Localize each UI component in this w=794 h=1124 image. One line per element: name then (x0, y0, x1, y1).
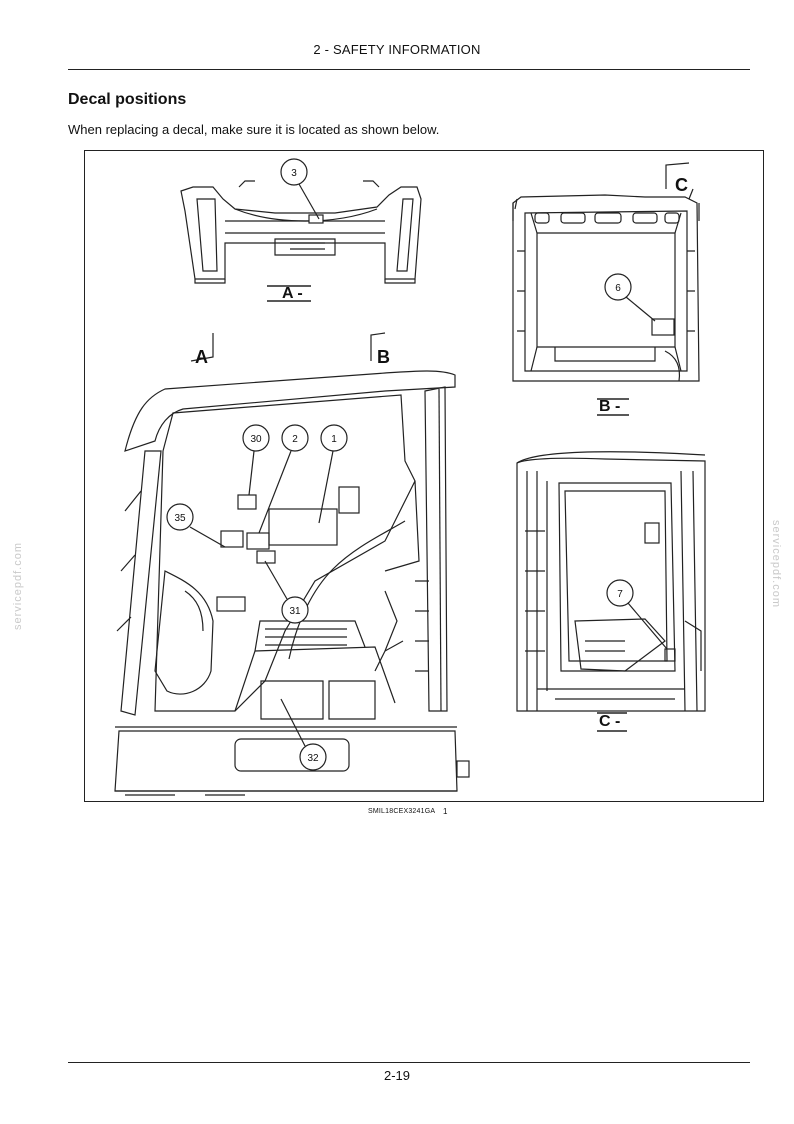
watermark-left: servicepdf.com (11, 542, 24, 630)
view-a-caption: A - (282, 285, 303, 302)
callout-1-label: 1 (331, 434, 337, 445)
callout-35 (166, 503, 194, 531)
callout-35-label: 35 (174, 513, 186, 524)
section-marker-b-line (370, 332, 386, 361)
decal-1-box (268, 508, 338, 546)
view-c-caption: C - (599, 713, 620, 730)
decal-extra-box (338, 486, 360, 514)
callout-30-label: 30 (250, 434, 262, 445)
callout-7 (606, 579, 634, 607)
page-number: 2-19 (383, 1068, 411, 1083)
decal-30-box (237, 494, 257, 510)
view-c-drawing (516, 451, 706, 712)
callout-7-label: 7 (617, 589, 623, 600)
callout-30 (242, 424, 270, 452)
callout-32-label: 32 (307, 753, 319, 764)
callout-6-label: 6 (615, 283, 621, 294)
view-a-drawing (180, 180, 422, 284)
callout-6-leader (625, 296, 656, 322)
view-b-caption: B - (599, 398, 620, 415)
decal-31-box (256, 550, 276, 564)
section-marker-c-line (665, 162, 690, 189)
figure-code: SMIL18CEX3241GA (368, 808, 436, 815)
main-view-drawing (114, 370, 470, 796)
watermark-right: servicepdf.com (769, 520, 782, 608)
callout-31-label: 31 (289, 606, 301, 617)
callout-6 (604, 273, 632, 301)
intro-paragraph: When replacing a decal, make sure it is … (68, 122, 440, 137)
decal-7-box (664, 648, 676, 662)
section-marker-a: A (195, 347, 208, 367)
decal-35-box (220, 530, 244, 548)
callout-1 (320, 424, 348, 452)
section-marker-c: C (675, 175, 688, 195)
callout-3-label: 3 (291, 168, 297, 179)
figure-number: 1 (443, 807, 448, 816)
callout-31 (281, 596, 309, 624)
callout-2 (281, 424, 309, 452)
decal-seat-box (216, 596, 246, 612)
section-marker-a-line (190, 333, 214, 362)
view-b-drawing (512, 188, 700, 382)
decal-diagram: A - 3 B - C (114, 158, 706, 796)
decal-positions-figure: A - 3 B - C (84, 150, 764, 802)
section-title: Decal positions (68, 91, 187, 108)
running-header: 2 - SAFETY INFORMATION (313, 42, 481, 57)
decal-2-box (246, 532, 270, 550)
section-marker-b: B (377, 347, 390, 367)
callout-2-label: 2 (292, 434, 298, 445)
header-rule (68, 69, 750, 70)
footer-rule (68, 1062, 750, 1063)
callout-7-leader (627, 602, 668, 650)
callout-32 (299, 743, 327, 771)
callout-3-leader (298, 183, 320, 220)
callout-3 (280, 158, 308, 186)
